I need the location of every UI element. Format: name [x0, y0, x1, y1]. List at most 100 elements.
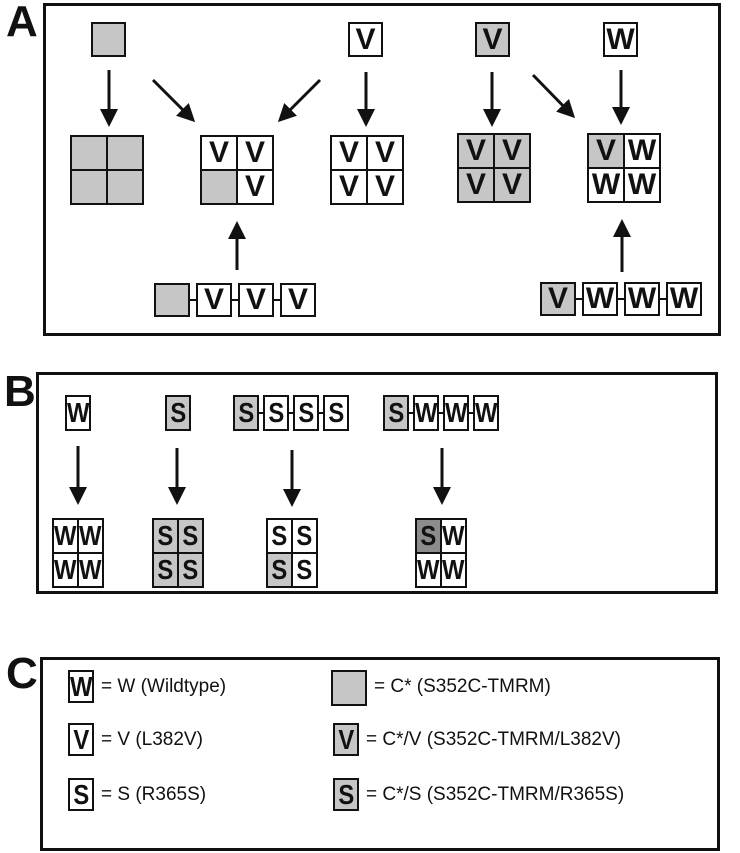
subunit-letter: S — [73, 778, 89, 810]
subunit-letter: W — [54, 520, 77, 551]
tetramer-subunit: V — [587, 133, 625, 169]
subunit-letter: S — [328, 397, 344, 428]
subunit-letter: V — [338, 136, 359, 169]
panel-a-frame — [43, 3, 721, 336]
subunit-letter: V — [73, 723, 89, 755]
linker — [259, 412, 263, 414]
subunit-letter: S — [182, 520, 199, 551]
subunit-letter: V — [338, 170, 359, 203]
linker — [190, 299, 196, 301]
tetramer-subunit: S — [266, 518, 293, 554]
subunit-letter: S — [157, 554, 174, 585]
legend-label: = C* (S352C-TMRM) — [374, 676, 551, 697]
subunit-letter: V — [501, 134, 522, 167]
subunit-letter: W — [54, 554, 77, 585]
subunit-letter: V — [465, 134, 486, 167]
subunit-letter: V — [208, 136, 229, 169]
subunit-letter: V — [482, 22, 503, 56]
subunit-letter: V — [355, 22, 376, 56]
legend-swatch: V — [68, 723, 94, 756]
subunit-letter: S — [420, 520, 437, 551]
tetramer-subunit: W — [623, 167, 661, 203]
concatemer-subunit: V — [196, 283, 232, 317]
legend-label: = S (R365S) — [101, 784, 207, 805]
subunit-letter: W — [669, 282, 699, 315]
tetramer-subunit: V — [236, 169, 274, 205]
legend-swatch: W — [68, 670, 94, 703]
subunit-letter: W — [585, 282, 615, 315]
concatemer-subunit: V — [238, 283, 274, 317]
subunit-letter: S — [268, 397, 284, 428]
subunit-letter: W — [606, 22, 635, 56]
tetramer-subunit — [200, 169, 238, 205]
linker — [274, 299, 280, 301]
subunit-letter: W — [442, 554, 465, 585]
tetramer-subunit: S — [152, 552, 179, 588]
subunit-letter: W — [627, 134, 657, 167]
tetramer-subunit — [70, 169, 108, 205]
panel-b-frame — [36, 372, 718, 594]
subunit-letter: W — [591, 168, 621, 201]
concatemer-subunit: W — [666, 282, 702, 316]
tetramer-subunit — [70, 135, 108, 171]
tetramer-subunit: V — [457, 167, 495, 203]
subunit-letter: V — [287, 283, 308, 316]
monomer: W — [603, 22, 638, 57]
legend-swatch: V — [333, 723, 359, 756]
linker — [618, 298, 624, 300]
panel-c-label: C — [6, 649, 38, 698]
linker — [660, 298, 666, 300]
subunit-letter: S — [182, 554, 199, 585]
tetramer-subunit: S — [291, 552, 318, 588]
arrow-icon — [151, 78, 196, 123]
subunit-letter: W — [627, 282, 657, 315]
subunit-letter: S — [338, 778, 354, 810]
tetramer-subunit: V — [200, 135, 238, 171]
linker — [232, 299, 238, 301]
tetramer-subunit: S — [291, 518, 318, 554]
tetramer-subunit: V — [366, 169, 404, 205]
subunit-letter: S — [271, 520, 288, 551]
tetramer-subunit: V — [330, 135, 368, 171]
legend-swatch: S — [68, 778, 94, 811]
monomer: W — [65, 395, 91, 431]
concatemer-subunit: V — [280, 283, 316, 317]
panel-b-label: B — [4, 367, 36, 416]
tetramer-subunit: W — [415, 552, 442, 588]
subunit-letter: V — [203, 283, 224, 316]
concatemer-subunit: W — [443, 395, 469, 431]
subunit-letter: V — [501, 168, 522, 201]
legend-label: = V (L382V) — [101, 729, 203, 750]
tetramer-subunit: W — [77, 552, 104, 588]
tetramer-subunit — [106, 135, 144, 171]
linker — [439, 412, 443, 414]
tetramer-subunit: W — [52, 552, 79, 588]
legend-label: = C*/V (S352C-TMRM/L382V) — [366, 729, 621, 750]
concatemer-subunit: W — [624, 282, 660, 316]
legend-swatch — [331, 670, 367, 706]
subunit-letter: W — [79, 520, 102, 551]
subunit-letter: V — [245, 283, 266, 316]
legend-label: = C*/S (S352C-TMRM/R365S) — [366, 784, 625, 805]
subunit-letter: S — [296, 554, 313, 585]
concatemer-subunit: S — [293, 395, 319, 431]
concatemer-subunit: W — [473, 395, 499, 431]
subunit-letter: V — [374, 136, 395, 169]
tetramer-subunit: V — [366, 135, 404, 171]
panel-a-label: A — [6, 0, 38, 46]
tetramer-subunit: W — [440, 518, 467, 554]
tetramer-subunit: W — [440, 552, 467, 588]
tetramer-subunit: W — [77, 518, 104, 554]
subunit-letter: S — [170, 397, 186, 428]
concatemer-subunit: W — [413, 395, 439, 431]
concatemer-subunit: V — [540, 282, 576, 316]
tetramer-subunit: V — [330, 169, 368, 205]
concatemer-subunit: S — [323, 395, 349, 431]
concatemer-subunit: S — [383, 395, 409, 431]
tetramer-subunit: S — [177, 552, 204, 588]
subunit-letter: W — [66, 397, 90, 428]
subunit-letter: W — [414, 397, 438, 428]
tetramer-subunit — [106, 169, 144, 205]
